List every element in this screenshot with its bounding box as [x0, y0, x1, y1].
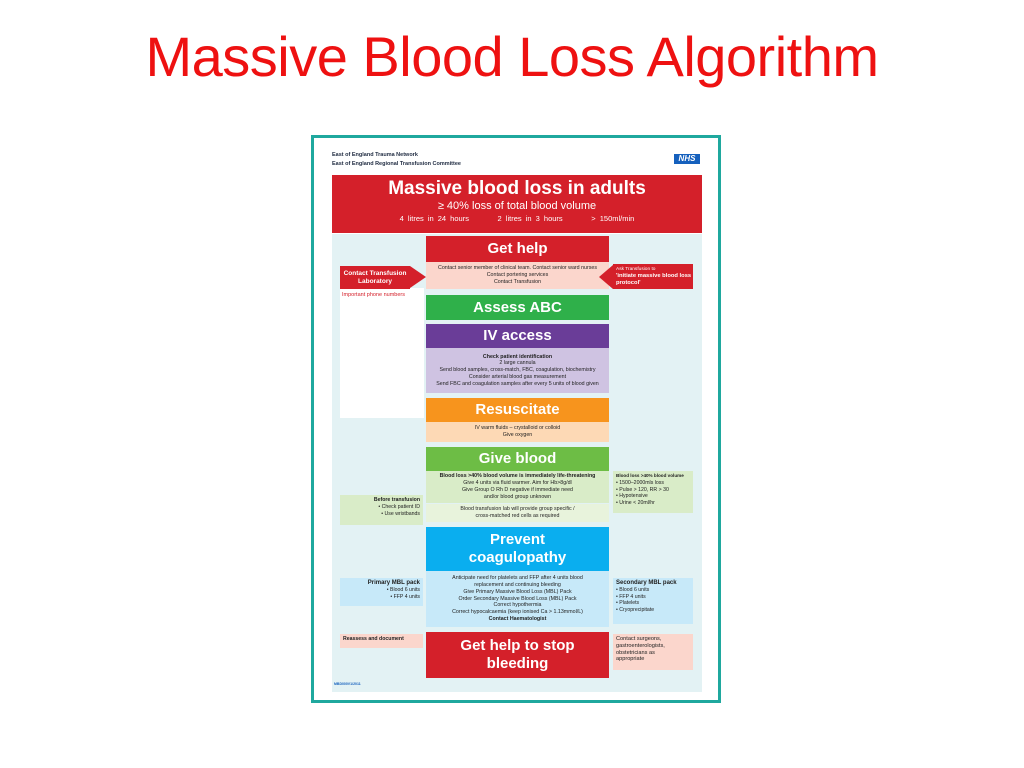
rate-3: > 150ml/min [591, 214, 635, 223]
get-help-detail-1: Contact senior member of clinical team. … [438, 265, 597, 272]
banner-rates: 4 litres in 24 hours 2 litres in 3 hours… [332, 213, 702, 224]
primary-pack-title: Primary MBL pack [367, 580, 420, 586]
give-blood-detail-1: Give 4 units via fluid warmer. Aim for H… [463, 480, 572, 487]
arrow-left-icon [410, 266, 426, 288]
contact-surgeons-box: Contact surgeons, gastroenterologists, o… [613, 634, 693, 670]
stop-bleeding-label-1: Get help to stop [460, 637, 575, 654]
slide-title: Massive Blood Loss Algorithm [145, 25, 879, 88]
iv-access-details: Check patient identification 2 large can… [426, 348, 609, 393]
arrow-right-icon [599, 265, 613, 289]
secondary-pack-item-3: • Platelets [616, 600, 640, 607]
important-phone-numbers: Important phone numbers [342, 292, 405, 298]
secondary-pack-item-4: • Cryoprecipitate [616, 607, 655, 614]
prevent-label-1: Prevent [489, 531, 546, 548]
initiate-protocol-line-1: Ask Transfusion to [616, 267, 656, 272]
before-transfusion-title: Before transfusion [373, 497, 420, 503]
prevent-detail-2: replacement and continuing bleeding [474, 582, 561, 588]
resuscitate-detail-2: Give oxygen [502, 432, 533, 438]
left-white-panel [340, 288, 424, 418]
give-blood-lab-2: cross-matched red cells as required [475, 513, 560, 519]
get-help-detail-2: Contact portering services [486, 272, 549, 279]
iv-detail-2: 2 large cannula [499, 360, 536, 367]
iv-detail-3: Send blood samples, cross-match, FBC, co… [439, 367, 596, 374]
contact-surgeons-line-2: gastroenterologists, [616, 642, 665, 649]
contact-surgeons-line-1: Contact surgeons, [616, 636, 662, 642]
blood-loss-item-4: • Urine < 20ml/hr [616, 500, 655, 507]
banner-title: Massive blood loss in adults [388, 178, 646, 199]
rate-1: 4 litres in 24 hours [399, 214, 469, 223]
primary-mbl-pack-box: Primary MBL pack • Blood 6 units • FFP 4… [340, 578, 423, 606]
give-blood-headline: Blood loss >40% blood volume is immediat… [439, 473, 596, 480]
blood-loss-criteria-title: Blood loss >40% blood volume [616, 473, 684, 478]
org-line-1: East of England Trauma Network [332, 152, 418, 158]
before-transfusion-item-2: • Use wristbands [381, 510, 420, 517]
prevent-detail-7: Contact Haematologist [488, 615, 547, 622]
stop-bleeding-label-2: bleeding [486, 655, 549, 672]
step-prevent-coagulopathy: Prevent coagulopathy [426, 527, 609, 571]
resuscitate-details: IV warm fluids – crystalloid or colloid … [426, 422, 609, 442]
step-get-help: Get help [426, 236, 609, 262]
contact-surgeons-line-3: obstetricians as [616, 649, 655, 656]
contact-surgeons-line-4: appropriate [616, 656, 645, 663]
step-resuscitate: Resuscitate [426, 398, 609, 422]
org-line-2: East of England Regional Transfusion Com… [332, 161, 461, 167]
initiate-protocol-callout: Ask Transfusion to 'initiate massive blo… [613, 264, 693, 289]
prevent-details: Anticipate need for platelets and FFP af… [426, 571, 609, 627]
prevent-detail-6: Correct hypocalcaemia (keep ionised Ca >… [452, 609, 583, 616]
secondary-pack-title: Secondary MBL pack [616, 580, 677, 586]
contact-transfusion-lab-label: Contact Transfusion Laboratory [343, 269, 407, 285]
contact-transfusion-lab: Contact Transfusion Laboratory [340, 266, 410, 289]
poster-code: MBD000V1/2011 [334, 682, 361, 686]
get-help-details: Contact senior member of clinical team. … [426, 262, 609, 289]
iv-detail-4: Consider arterial blood gas measurement [468, 373, 567, 380]
prevent-detail-3: Give Primary Massive Blood Loss (MBL) Pa… [463, 588, 572, 595]
step-get-help-stop-bleeding: Get help to stop bleeding [426, 632, 609, 678]
secondary-mbl-pack-box: Secondary MBL pack • Blood 6 units • FFP… [613, 578, 693, 624]
step-assess-abc: Assess ABC [426, 295, 609, 320]
get-help-detail-3: Contact Transfusion [493, 278, 542, 285]
give-blood-detail-3: and/or blood group unknown [483, 493, 552, 500]
banner-subtitle: ≥ 40% loss of total blood volume [437, 200, 597, 212]
before-transfusion-box: Before transfusion • Check patient ID • … [340, 495, 423, 525]
resuscitate-detail-1: IV warm fluids – crystalloid or colloid [474, 425, 561, 432]
title-banner: Massive blood loss in adults ≥ 40% loss … [332, 175, 702, 233]
blood-loss-item-3: • Hypotensive [616, 493, 648, 500]
prevent-detail-5: Correct hypothermia [493, 602, 542, 609]
secondary-pack-item-1: • Blood 6 units [616, 586, 650, 593]
before-transfusion-item-1: • Check patient ID [378, 503, 420, 510]
nhs-logo: NHS [674, 154, 700, 164]
rate-2: 2 litres in 3 hours [497, 214, 563, 223]
prevent-label-2: coagulopathy [468, 549, 567, 566]
primary-pack-item-1: • Blood 6 units [386, 586, 420, 593]
give-blood-detail-2: Give Group O Rh D negative if immediate … [462, 487, 573, 493]
secondary-pack-item-2: • FFP 4 units [616, 593, 646, 600]
blood-loss-item-2: • Pulse > 120, RR > 30 [616, 486, 669, 493]
blood-loss-criteria-box: Blood loss >40% blood volume • 1500–2000… [613, 471, 693, 513]
prevent-detail-4: Order Secondary Massive Blood Loss (MBL)… [458, 595, 577, 602]
poster-body: East of England Trauma Network East of E… [314, 138, 718, 700]
blood-loss-item-1: • 1500–2000mls loss [616, 479, 664, 486]
reassess-label: Reassess and document [343, 636, 404, 642]
initiate-protocol-line-2: 'initiate massive blood loss protocol' [616, 273, 692, 286]
iv-detail-1: Check patient identification [482, 353, 553, 360]
prevent-detail-1: Anticipate need for platelets and FFP af… [452, 575, 583, 582]
primary-pack-item-2: • FFP 4 units [390, 593, 420, 600]
give-blood-lab-1: Blood transfusion lab will provide group… [460, 506, 575, 513]
step-give-blood: Give blood [426, 447, 609, 471]
iv-detail-5: Send FBC and coagulation samples after e… [436, 380, 599, 387]
give-blood-details: Blood loss >40% blood volume is immediat… [426, 471, 609, 503]
step-iv-access: IV access [426, 324, 609, 348]
algorithm-poster: East of England Trauma Network East of E… [311, 135, 721, 703]
reassess-document-box: Reassess and document [340, 634, 423, 648]
give-blood-lab-note: Blood transfusion lab will provide group… [426, 504, 609, 522]
